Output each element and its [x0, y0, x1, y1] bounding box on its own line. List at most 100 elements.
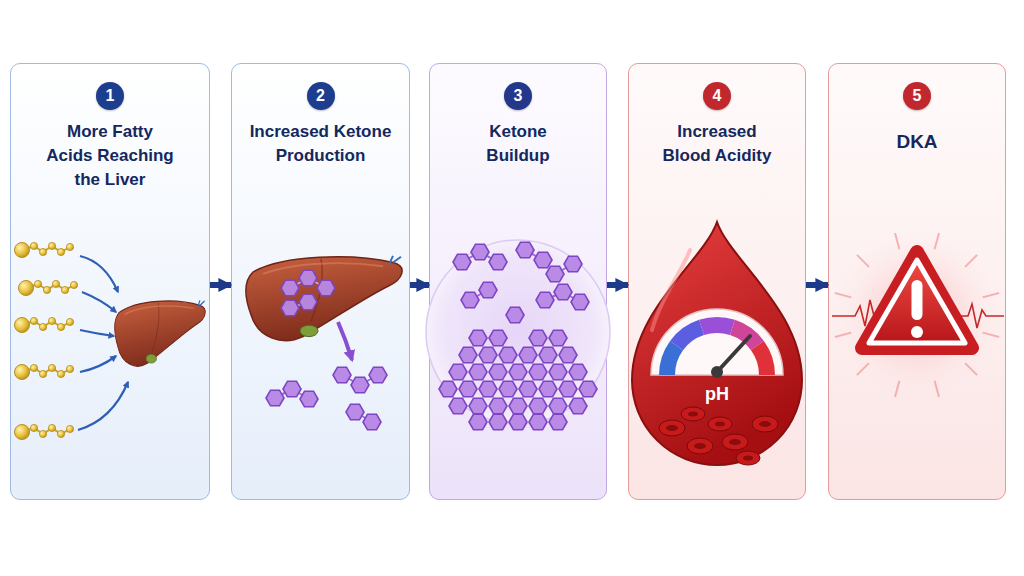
warning-ray	[835, 333, 851, 337]
warning-ray	[965, 363, 977, 375]
heartbeat-line	[832, 300, 884, 326]
ketone-hexagon	[509, 414, 527, 430]
blood-cell-center	[743, 456, 753, 461]
step-number: 3	[514, 87, 523, 105]
fatty-acid-group	[15, 242, 78, 439]
blood-cell	[736, 451, 760, 465]
ketone-hexagon	[281, 300, 299, 316]
ketone-hexagon	[529, 330, 547, 346]
ketone-hexagon	[459, 381, 477, 397]
ketone-hexagon	[506, 307, 524, 323]
ketone-hexagon	[534, 252, 552, 268]
fatty-acid-molecule	[19, 280, 78, 295]
ketone-molecules	[439, 242, 597, 430]
ketone-hexagon	[283, 381, 301, 397]
ketone-hexagon	[546, 266, 564, 282]
ketone-hexagon	[439, 381, 457, 397]
ph-gauge-scale	[659, 317, 775, 375]
ketone-hexagon	[539, 347, 557, 363]
ketone-hexagon	[549, 398, 567, 414]
ketone-bond	[308, 278, 326, 288]
ketone-bond	[462, 252, 480, 262]
ketone-hexagon	[479, 347, 497, 363]
ketone-hexagon	[489, 398, 507, 414]
ketone-hexagon	[571, 294, 589, 310]
ketone-hexagon	[489, 364, 507, 380]
ketone-hexagon	[351, 377, 369, 393]
blood-cell	[708, 417, 732, 431]
warning-glow	[829, 227, 1005, 403]
flow-arrow	[80, 356, 116, 372]
ketone-hexagon	[299, 294, 317, 310]
step-panel: Increased Blood Acidity 4	[628, 63, 806, 500]
warning-ray	[965, 255, 977, 267]
ketone-hexagon	[449, 398, 467, 414]
flow-arrow	[78, 382, 128, 430]
step-panel: DKA 5	[828, 63, 1006, 500]
step-title: DKA	[842, 130, 992, 154]
ketone-hexagon	[564, 256, 582, 272]
step-number: 4	[713, 87, 722, 105]
ketone-bond	[555, 264, 573, 274]
step-number: 5	[913, 87, 922, 105]
warning-ray	[857, 255, 869, 267]
ketone-cluster	[281, 270, 335, 316]
ketone-bond	[292, 389, 309, 399]
ketone-hexagon	[469, 414, 487, 430]
step-title: Increased Blood Acidity	[652, 120, 782, 168]
ketone-hexagon	[453, 254, 471, 270]
fatty-acid-molecule	[15, 364, 74, 379]
ketone-hexagon	[479, 282, 497, 298]
ketone-hexagon	[549, 364, 567, 380]
blood-cell	[752, 416, 778, 432]
ketone-hexagon	[333, 367, 351, 383]
warning-rays	[835, 233, 999, 397]
ketone-hexagon	[300, 391, 318, 407]
warning-ray	[895, 233, 899, 249]
gauge-pivot	[711, 366, 723, 378]
step-panel: Increased Ketone Production2	[231, 63, 410, 500]
step-arrow	[607, 282, 628, 288]
ketone-bond	[525, 250, 543, 260]
ketone-hexagon	[509, 398, 527, 414]
warning-triangle	[869, 260, 965, 343]
blood-cell-center	[715, 422, 725, 427]
ketone-hexagon	[519, 381, 537, 397]
ketone-hexagon	[489, 254, 507, 270]
ketone-hexagon	[539, 381, 557, 397]
warning-ray	[935, 233, 939, 249]
ketone-bond	[290, 302, 308, 308]
ketone-hexagon	[489, 330, 507, 346]
heartbeat-line	[952, 304, 1004, 328]
ketone-hexagon	[529, 414, 547, 430]
ketone-hexagon	[449, 364, 467, 380]
step-title: Increased Ketone Production	[241, 120, 401, 168]
exclamation-bar	[912, 280, 923, 320]
ketone-hexagon	[579, 381, 597, 397]
ketone-bond	[355, 412, 372, 422]
ketone-hexagon	[549, 330, 567, 346]
ketone-bond	[480, 252, 498, 262]
ketone-bond	[545, 292, 563, 300]
flow-arrow	[82, 292, 116, 312]
ketone-hexagon	[559, 347, 577, 363]
ketone-bond	[470, 290, 488, 300]
step-title: Ketone Buildup	[463, 120, 573, 168]
liver-illustration	[115, 300, 206, 366]
blood-drop	[632, 222, 802, 465]
gauge-segment	[730, 320, 764, 351]
ketone-bond	[275, 389, 292, 398]
ketone-bond	[360, 375, 378, 385]
liver-illustration	[246, 256, 402, 341]
ketone-hexagon	[461, 292, 479, 308]
ketone-hexagon	[499, 381, 517, 397]
ketone-hexagon	[346, 404, 364, 420]
gauge-needle	[717, 336, 750, 372]
ketone-hexagon	[509, 364, 527, 380]
blood-cell-center	[666, 425, 678, 431]
ketone-hexagon	[299, 270, 317, 286]
step-number-badge: 5	[903, 82, 931, 110]
ketone-hexagon	[469, 330, 487, 346]
gauge-segment	[699, 317, 735, 335]
